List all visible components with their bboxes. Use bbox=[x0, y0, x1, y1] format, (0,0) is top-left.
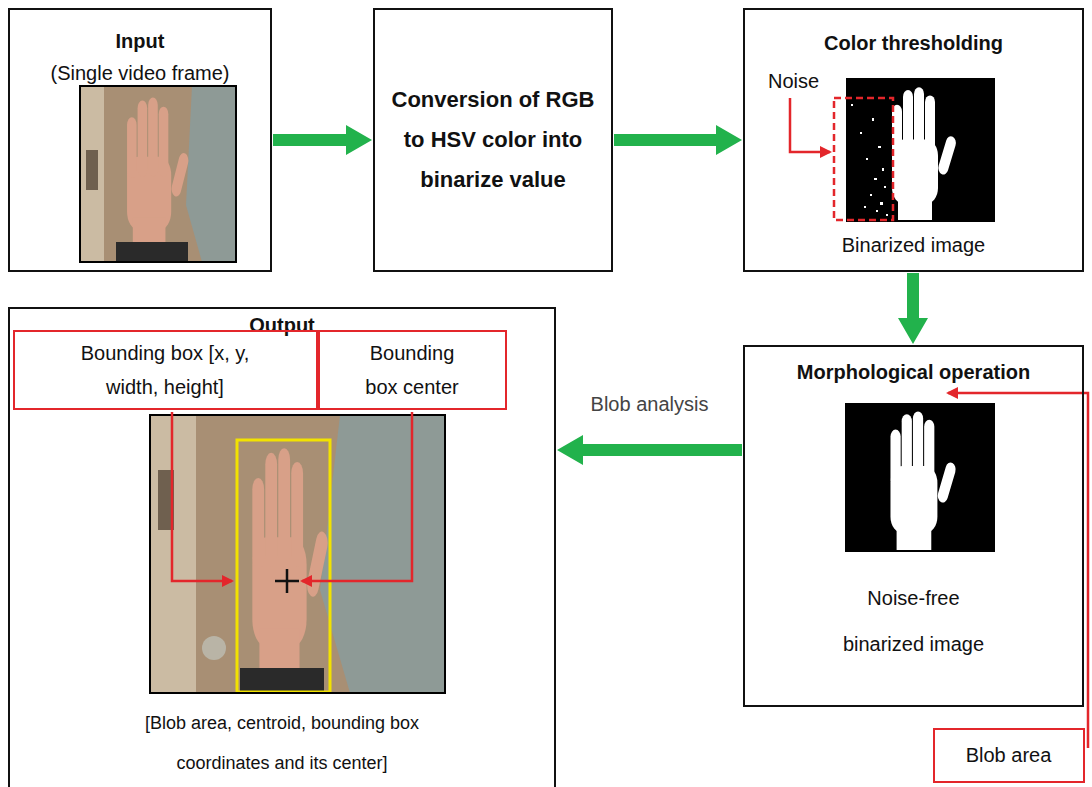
photo-door-frame bbox=[80, 86, 104, 262]
input-photo bbox=[80, 86, 236, 262]
noise-dot bbox=[872, 118, 874, 121]
binary-hand bbox=[892, 87, 957, 220]
box-text: Binarized image bbox=[749, 230, 1079, 260]
binary-ground bbox=[846, 78, 995, 222]
box-title: Output bbox=[132, 313, 432, 337]
box-title: Morphological operation bbox=[749, 359, 1079, 385]
flow-arrow-shape bbox=[557, 435, 742, 465]
noise-dot bbox=[878, 146, 881, 148]
process-box: Color thresholdingBinarized image bbox=[743, 8, 1084, 272]
flow-arrow-shape bbox=[898, 273, 928, 344]
photo-border bbox=[150, 415, 445, 693]
flow-arrow bbox=[557, 435, 742, 465]
callout-label: Noise bbox=[768, 70, 819, 93]
binarized-image bbox=[790, 78, 995, 222]
center-leader bbox=[302, 412, 412, 581]
photo-hand bbox=[127, 98, 190, 248]
box-title: Input bbox=[15, 28, 265, 54]
box-title: Color thresholding bbox=[749, 30, 1079, 56]
box-text: Blob area bbox=[936, 742, 1082, 768]
output-box: Output [Blob area, centroid, bounding box… bbox=[8, 307, 556, 787]
output-photo bbox=[150, 412, 445, 693]
noise-dot bbox=[884, 186, 886, 188]
noise-dot bbox=[866, 158, 868, 160]
noise-dot bbox=[870, 194, 872, 196]
process-box: Morphological operationNoise-free binari… bbox=[743, 345, 1084, 707]
noise-dot bbox=[882, 168, 884, 171]
callout-box: Bounding box center bbox=[318, 330, 507, 410]
noise-dot bbox=[886, 214, 888, 216]
noise-dots bbox=[851, 104, 888, 216]
center-cross bbox=[275, 569, 299, 593]
yellow-bounding-box bbox=[237, 440, 330, 692]
photo-sleeve bbox=[186, 86, 236, 262]
photo-doorknob bbox=[202, 636, 226, 660]
edge-label: Blob analysis bbox=[588, 393, 712, 416]
flow-arrow bbox=[614, 125, 742, 155]
box-text: Bounding box center bbox=[353, 336, 471, 404]
noise-dot bbox=[876, 210, 878, 212]
noise-leader bbox=[790, 98, 830, 152]
bbox-leader bbox=[172, 412, 232, 581]
process-box: Conversion of RGB to HSV color into bina… bbox=[373, 8, 613, 272]
noise-free-image bbox=[845, 403, 995, 552]
noise-dot bbox=[864, 206, 866, 208]
box-text: Bounding box [x, y, width, height] bbox=[63, 336, 268, 404]
photo-sleeve bbox=[320, 415, 445, 693]
noise-dot bbox=[874, 178, 877, 180]
photo-hinge bbox=[86, 150, 98, 190]
flow-arrow bbox=[273, 125, 372, 155]
noise-dot bbox=[851, 104, 853, 106]
blob-area-leader bbox=[948, 393, 1088, 748]
box-text: [Blob area, centroid, bounding box coord… bbox=[106, 703, 458, 783]
box-title: Conversion of RGB to HSV color into bina… bbox=[384, 80, 602, 200]
photo-door bbox=[80, 86, 236, 262]
box-text: Noise-free binarized image bbox=[825, 575, 1003, 667]
binary-hand bbox=[890, 411, 957, 550]
photo-door bbox=[150, 415, 445, 693]
input-box: Input (Single video frame) bbox=[8, 8, 272, 272]
noise-dot bbox=[860, 132, 862, 134]
flow-arrow-shape bbox=[273, 125, 372, 155]
flow-arrow bbox=[898, 273, 928, 344]
noise-dashed-frame bbox=[834, 98, 893, 220]
photo-border bbox=[80, 86, 236, 262]
callout-box: Blob area bbox=[933, 728, 1085, 783]
photo-watch bbox=[240, 668, 324, 693]
photo-hand bbox=[252, 448, 329, 674]
binary-ground bbox=[845, 403, 995, 552]
flow-arrow-shape bbox=[614, 125, 742, 155]
noise-dot bbox=[880, 202, 883, 205]
box-text: (Single video frame) bbox=[15, 60, 265, 86]
callout-box: Bounding box [x, y, width, height] bbox=[13, 330, 318, 410]
photo-watch bbox=[116, 242, 188, 262]
